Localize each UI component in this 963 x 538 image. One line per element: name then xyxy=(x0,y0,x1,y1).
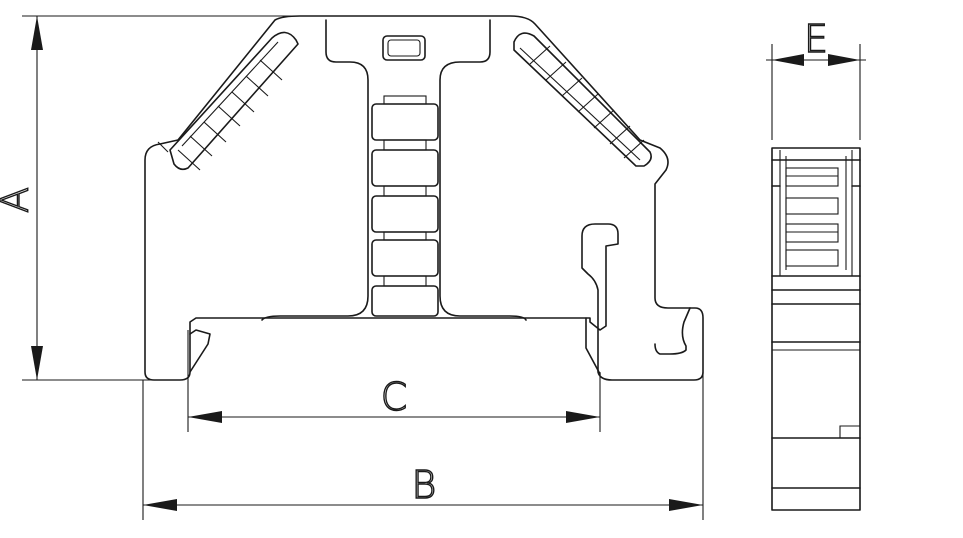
label-b: B xyxy=(412,463,437,507)
top-window xyxy=(382,35,426,61)
label-e: E xyxy=(804,17,828,61)
dimension-b: B xyxy=(142,372,704,520)
center-cavity-left xyxy=(261,19,369,321)
contact-stack xyxy=(371,95,439,317)
center-cavity-right xyxy=(439,19,527,321)
dimension-a: A xyxy=(0,15,300,381)
label-c: C xyxy=(381,375,408,419)
front-view xyxy=(144,15,704,381)
dimension-c: C xyxy=(187,330,601,432)
left-foot xyxy=(189,329,211,373)
right-clamp xyxy=(585,307,691,375)
right-arm xyxy=(513,32,652,167)
dimension-e: E xyxy=(766,16,866,140)
body-outline xyxy=(144,15,704,381)
label-a: A xyxy=(0,187,37,213)
side-view xyxy=(771,147,861,511)
side-outline xyxy=(771,147,861,511)
left-arm xyxy=(157,31,299,171)
